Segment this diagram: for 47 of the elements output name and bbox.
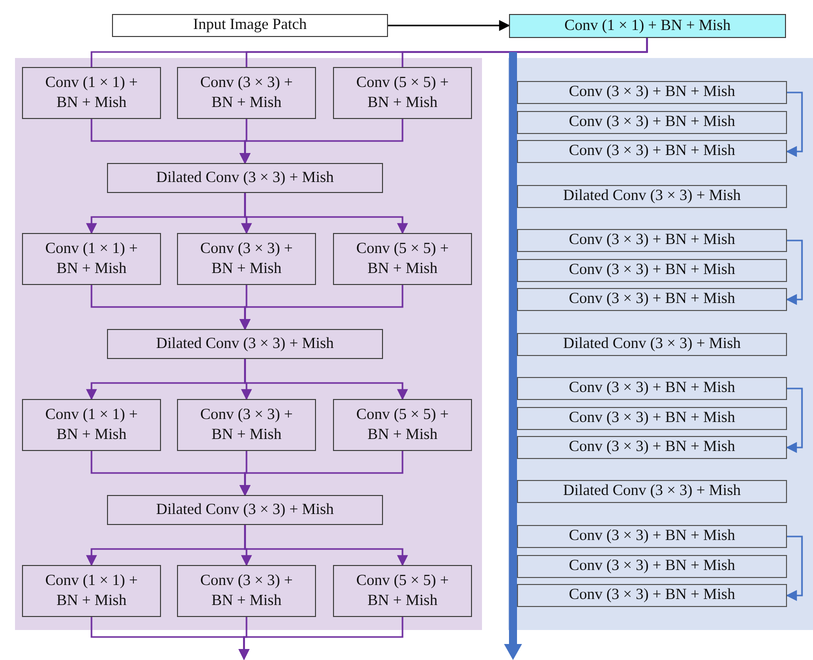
- process-box: Input Image Patch: [112, 14, 388, 37]
- process-box: Conv (3 × 3) + BN + Mish: [517, 140, 787, 163]
- process-box: Conv (5 × 5) + BN + Mish: [333, 399, 472, 451]
- thick-arrow: [504, 52, 522, 660]
- process-box: Dilated Conv (3 × 3) + Mish: [517, 333, 787, 356]
- process-box: Dilated Conv (3 × 3) + Mish: [107, 163, 383, 193]
- arrow: [786, 388, 803, 453]
- process-box: Conv (3 × 3) + BN + Mish: [177, 67, 316, 119]
- arrow: [240, 285, 404, 330]
- process-box: Conv (3 × 3) + BN + Mish: [517, 436, 787, 459]
- process-box: Conv (1 × 1) + BN + Mish: [509, 14, 786, 38]
- process-box: Conv (3 × 3) + BN + Mish: [177, 233, 316, 285]
- arrow: [238, 617, 404, 660]
- arrow: [244, 359, 408, 400]
- process-box: Dilated Conv (3 × 3) + Mish: [517, 185, 787, 208]
- process-box: Conv (5 × 5) + BN + Mish: [333, 67, 472, 119]
- process-box: Conv (3 × 3) + BN + Mish: [517, 259, 787, 282]
- arrow: [240, 119, 404, 164]
- process-box: Dilated Conv (3 × 3) + Mish: [107, 495, 383, 525]
- arrow: [786, 92, 803, 157]
- process-box: Conv (3 × 3) + BN + Mish: [177, 399, 316, 451]
- process-box: Conv (1 × 1) + BN + Mish: [22, 565, 161, 617]
- process-box: Conv (3 × 3) + BN + Mish: [177, 565, 316, 617]
- panel-background: [508, 58, 813, 630]
- process-box: Conv (3 × 3) + BN + Mish: [517, 288, 787, 311]
- arrow: [240, 451, 404, 496]
- process-box: Dilated Conv (3 × 3) + Mish: [517, 480, 787, 503]
- process-box: Conv (3 × 3) + BN + Mish: [517, 111, 787, 134]
- arrow: [388, 20, 510, 31]
- arrow: [244, 193, 408, 234]
- process-box: Conv (1 × 1) + BN + Mish: [22, 233, 161, 285]
- panel-background: [15, 58, 482, 630]
- process-box: Conv (1 × 1) + BN + Mish: [22, 67, 161, 119]
- process-box: Conv (3 × 3) + BN + Mish: [517, 407, 787, 430]
- process-box: Dilated Conv (3 × 3) + Mish: [107, 329, 383, 359]
- arrow: [244, 525, 408, 566]
- process-box: Conv (3 × 3) + BN + Mish: [517, 525, 787, 548]
- process-box: Conv (3 × 3) + BN + Mish: [517, 81, 787, 104]
- process-box: Conv (3 × 3) + BN + Mish: [517, 555, 787, 578]
- process-box: Conv (3 × 3) + BN + Mish: [517, 377, 787, 400]
- process-box: Conv (5 × 5) + BN + Mish: [333, 233, 472, 285]
- process-box: Conv (3 × 3) + BN + Mish: [517, 584, 787, 607]
- arrow: [786, 240, 803, 305]
- process-box: Conv (5 × 5) + BN + Mish: [333, 565, 472, 617]
- process-box: Conv (1 × 1) + BN + Mish: [22, 399, 161, 451]
- arrow: [786, 536, 803, 601]
- process-box: Conv (3 × 3) + BN + Mish: [517, 229, 787, 252]
